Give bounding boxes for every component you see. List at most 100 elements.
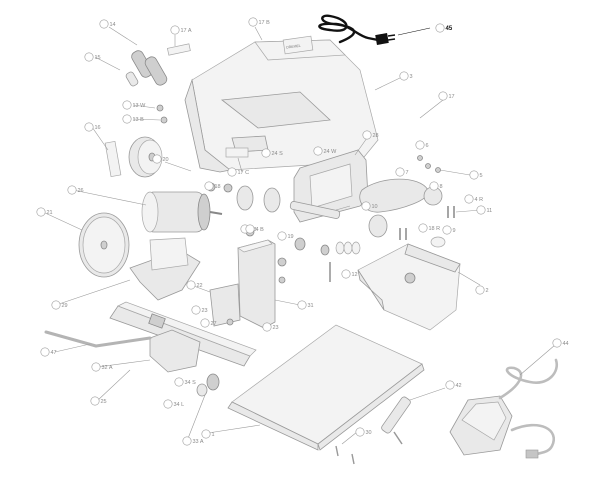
callout-label: 17 A xyxy=(181,28,192,34)
callout-label: 15 xyxy=(95,55,101,61)
fence-rail xyxy=(109,301,257,373)
callout-label: 44 xyxy=(563,341,569,347)
callout-3: 3 xyxy=(399,71,413,81)
callout-label: 29 xyxy=(62,303,68,309)
callout-34s: 34 S xyxy=(174,377,196,387)
power-cord-45 xyxy=(318,14,431,45)
callout-label: 20 xyxy=(163,157,169,163)
callout-circle xyxy=(313,146,323,156)
callout-circle xyxy=(435,23,445,33)
label-strip-17a xyxy=(166,43,191,56)
callout-label: 24 S xyxy=(272,151,284,157)
saw-blade xyxy=(78,212,130,278)
callout-label: 28 xyxy=(373,133,379,139)
callout-29: 29 xyxy=(51,300,68,310)
callout-label: 32 A xyxy=(102,365,113,371)
callout-circle xyxy=(464,194,474,204)
callout-circle xyxy=(262,322,272,332)
callout-circle xyxy=(475,285,485,295)
callout-circle xyxy=(91,362,101,372)
callout-circle xyxy=(418,223,428,233)
callout-circle xyxy=(277,231,287,241)
base-plate xyxy=(227,324,425,451)
callout-circle xyxy=(122,114,132,124)
callout-30: 30 xyxy=(355,427,372,437)
callout-label: 23 xyxy=(273,325,279,331)
label-card-16 xyxy=(104,140,122,178)
callout-17a: 17 A xyxy=(170,25,192,35)
callout-circle xyxy=(174,377,184,387)
callout-label: 34 L xyxy=(174,402,185,408)
callout-label: 3 xyxy=(410,74,413,80)
callout-circle xyxy=(341,269,351,279)
callout-label: 23 xyxy=(202,308,208,314)
callout-4r: 4 R xyxy=(464,194,483,204)
callout-label: 18 R xyxy=(429,226,441,232)
callout-circle xyxy=(152,154,162,164)
callout-circle xyxy=(191,305,201,315)
slide-block xyxy=(237,239,276,329)
callout-15: 15 xyxy=(84,52,101,62)
callout-label: 30 xyxy=(366,430,372,436)
callout-label: 1 xyxy=(212,432,215,438)
frame-bracket xyxy=(293,149,369,223)
callout-circle xyxy=(170,25,180,35)
callout-circle xyxy=(248,17,258,27)
shaft-assembly xyxy=(289,201,341,256)
callout-circle xyxy=(362,130,372,140)
callout-circle xyxy=(36,207,46,217)
callout-23b: 23 xyxy=(262,322,279,332)
callout-circle xyxy=(395,167,405,177)
label-plate-17c xyxy=(225,147,249,158)
callout-circle xyxy=(399,71,409,81)
callout-label: 17 B xyxy=(259,20,271,26)
callout-2: 2 xyxy=(475,285,489,295)
callout-label: 42 xyxy=(456,383,462,389)
callout-24s: 24 S xyxy=(261,148,284,158)
leader-lines xyxy=(42,26,556,445)
callout-17c: 17 C xyxy=(227,167,249,177)
callout-label: 12 xyxy=(352,272,358,278)
callout-circle xyxy=(204,181,214,191)
callout-8: 8 xyxy=(429,181,443,191)
callout-21: 21 xyxy=(36,207,53,217)
callout-18: 18 xyxy=(204,181,221,191)
callout-14: 14 xyxy=(99,19,116,29)
callout-34l: 34 L xyxy=(163,399,185,409)
callout-label: 16 xyxy=(95,125,101,131)
callout-12: 12 xyxy=(341,269,358,279)
callout-11: 11 xyxy=(476,205,492,215)
callout-circle xyxy=(469,170,479,180)
callout-circle xyxy=(84,122,94,132)
callout-label: 5 xyxy=(480,173,483,179)
callout-circle xyxy=(51,300,61,310)
mounting-bracket-top xyxy=(149,237,189,271)
callout-label: 25 xyxy=(101,399,107,405)
callout-44: 44 xyxy=(552,338,569,348)
callout-label: 2 xyxy=(486,288,489,294)
callout-label: 10 xyxy=(372,204,378,210)
motor xyxy=(141,182,223,233)
callout-circle xyxy=(297,300,307,310)
callout-circle xyxy=(355,427,365,437)
callout-circle xyxy=(415,140,425,150)
knobs xyxy=(196,373,220,397)
hand-tool xyxy=(381,396,411,445)
callout-label: 21 xyxy=(47,210,53,216)
callout-24w: 24 W xyxy=(313,146,337,156)
callout-circle xyxy=(99,19,109,29)
callout-circle xyxy=(67,185,77,195)
washer-9 xyxy=(430,236,446,248)
callout-17: 17 xyxy=(438,91,455,101)
callout-4b: 4 B xyxy=(245,224,264,234)
callout-9: 9 xyxy=(442,225,456,235)
callout-label: 18 xyxy=(215,184,221,190)
callout-17b: 17 B xyxy=(248,17,271,27)
callout-33a: 33 A xyxy=(182,436,204,446)
callout-20: 20 xyxy=(152,154,169,164)
screws-30 xyxy=(335,445,355,465)
callout-label: 7 xyxy=(406,170,409,176)
callout-circle xyxy=(122,100,132,110)
callout-circle xyxy=(429,181,439,191)
